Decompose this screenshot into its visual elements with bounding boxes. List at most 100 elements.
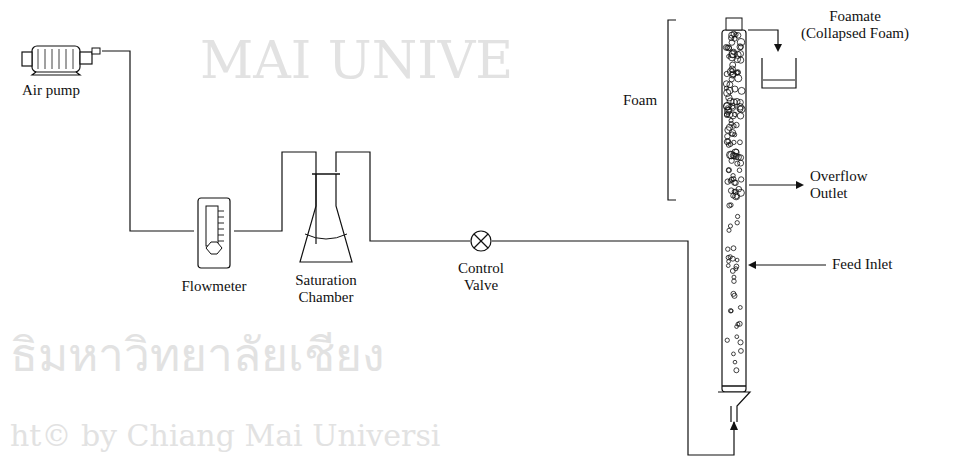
foam-bubble [735, 75, 742, 82]
foam-bubble [732, 86, 738, 92]
gas-bubble [727, 228, 731, 232]
foam-bubble [729, 40, 735, 46]
feed-pipe [752, 264, 826, 265]
foam-bubble [734, 32, 738, 36]
valve-cross [474, 234, 488, 248]
foam-bubble [729, 119, 733, 123]
gas-bubble [732, 352, 736, 356]
motor-body [32, 46, 80, 72]
foam-bubble [726, 45, 732, 51]
equipment-label: Saturation Chamber [276, 272, 376, 307]
gas-bubble [731, 291, 736, 296]
flowmeter-icon [194, 196, 234, 270]
foam-bubble [737, 140, 742, 145]
motor-fin [59, 49, 60, 69]
foam-bubble [729, 177, 734, 182]
gas-bubble [735, 214, 739, 218]
foam-bracket [668, 20, 676, 200]
flowmeter-body [198, 198, 230, 268]
foam-bubble [726, 124, 732, 130]
air-pump-icon [18, 40, 102, 76]
pipe-connector [336, 152, 470, 241]
motor-fin [66, 49, 67, 69]
gas-bubble [728, 224, 732, 228]
gas-bubble [738, 340, 743, 345]
control-valve: Control Valve [470, 230, 492, 252]
scale-mark [218, 223, 224, 224]
foam-bubble [729, 77, 734, 82]
foam-bubble [728, 54, 735, 61]
foam-bubble [726, 95, 732, 101]
pipe-connector [492, 241, 734, 455]
foam-bubble [737, 168, 742, 173]
gas-bubble [727, 260, 731, 264]
gas-bubble [732, 275, 736, 279]
gas-bubble [734, 368, 739, 373]
foam-bubble [727, 168, 731, 172]
beaker-liquid [763, 80, 795, 81]
foam-bubble [733, 189, 738, 194]
pipe-connector [102, 51, 194, 231]
foam-bubble [738, 57, 744, 63]
scale-mark [218, 241, 224, 242]
scale-mark [218, 229, 224, 230]
foam-bubble [731, 153, 737, 159]
foam-bubble [738, 45, 743, 50]
saturation-chamber-icon [296, 172, 356, 264]
pump-base [32, 72, 80, 75]
arrow-head [774, 44, 782, 52]
foam-label: Foam [615, 92, 665, 109]
foam-bubble [732, 140, 736, 144]
gas-bubble [738, 306, 742, 310]
gas-bubble [737, 321, 742, 326]
foam-bubble [738, 87, 745, 94]
beaker [762, 58, 796, 88]
gas-bubble [735, 258, 739, 262]
foam-bubble [738, 155, 744, 161]
gas-bubble [726, 264, 730, 268]
foam-bubble [738, 177, 743, 182]
column-tube [722, 30, 746, 392]
valve-cross [474, 234, 488, 248]
foam-column: Foam [720, 30, 748, 422]
valve-circle [471, 231, 491, 251]
equipment-label: Flowmeter [169, 278, 259, 295]
gas-bubble [726, 247, 730, 251]
gas-bubble [735, 221, 739, 225]
foam-bubble [734, 194, 739, 199]
gas-bubble [739, 349, 744, 354]
motor-fin [73, 49, 74, 69]
saturation-chamber: Saturation Chamber [296, 172, 356, 264]
gas-bubble [732, 279, 736, 283]
output-label: Foamate (Collapsed Foam) [800, 8, 910, 43]
gas-bubble [729, 203, 733, 207]
foam-bubble [725, 134, 730, 139]
motor-fin [38, 49, 39, 69]
foamate-pipe [748, 30, 778, 50]
flask-outline [300, 174, 352, 262]
gas-bubble [728, 255, 732, 259]
air-pump: Air pump [18, 40, 102, 76]
gas-bubble [730, 269, 735, 274]
pump-head [80, 52, 92, 64]
foam-bubble [738, 106, 745, 113]
motor-cap [22, 52, 32, 66]
flowmeter-knob [206, 242, 222, 254]
sparger-plate [722, 385, 746, 387]
foam-column-icon [720, 30, 748, 422]
watermark: ธิมหาวิทยาลัยเชียง [10, 318, 384, 391]
equipment-label: Control Valve [446, 260, 516, 295]
scale-mark [218, 211, 224, 212]
arrow-head [748, 261, 756, 269]
column-funnel [718, 392, 750, 422]
gas-bubble [731, 246, 736, 251]
foam-bubble [735, 161, 740, 166]
foam-bubble [724, 71, 729, 76]
watermark: ht© by Chiang Mai Universi [10, 418, 440, 453]
motor-fin [52, 49, 53, 69]
pipe-connector [234, 152, 316, 231]
control-valve-icon [470, 230, 492, 252]
motor-fin [45, 49, 46, 69]
foam-bubble [730, 69, 734, 73]
gas-bubble [735, 335, 739, 339]
